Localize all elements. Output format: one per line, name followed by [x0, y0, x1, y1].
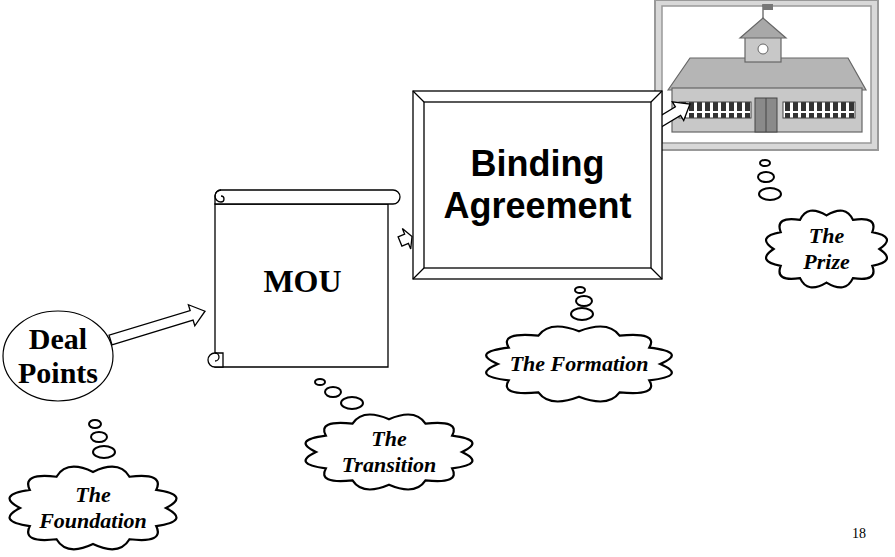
thought-cloud: The Prize	[760, 206, 893, 292]
block-arrow	[109, 305, 205, 345]
node-text: MOU	[263, 263, 341, 300]
framed-box: Binding Agreement	[412, 90, 663, 280]
thought-cloud: The Transition	[298, 410, 480, 494]
node-text: Binding Agreement	[438, 143, 637, 227]
thought-cloud: The Formation	[478, 322, 680, 406]
node-text: The Formation	[510, 351, 649, 377]
page-number: 18	[852, 526, 866, 542]
node-text: Deal Points	[10, 322, 106, 390]
node-text: The Foundation	[28, 482, 158, 534]
scroll-document: MOU	[205, 188, 400, 375]
node-text: The Prize	[787, 223, 867, 275]
thought-cloud: The Foundation	[2, 462, 184, 554]
school-picture	[655, 0, 878, 150]
block-arrow	[398, 229, 412, 249]
deal-ellipse: Deal Points	[2, 310, 114, 402]
node-text: The Transition	[324, 426, 454, 478]
